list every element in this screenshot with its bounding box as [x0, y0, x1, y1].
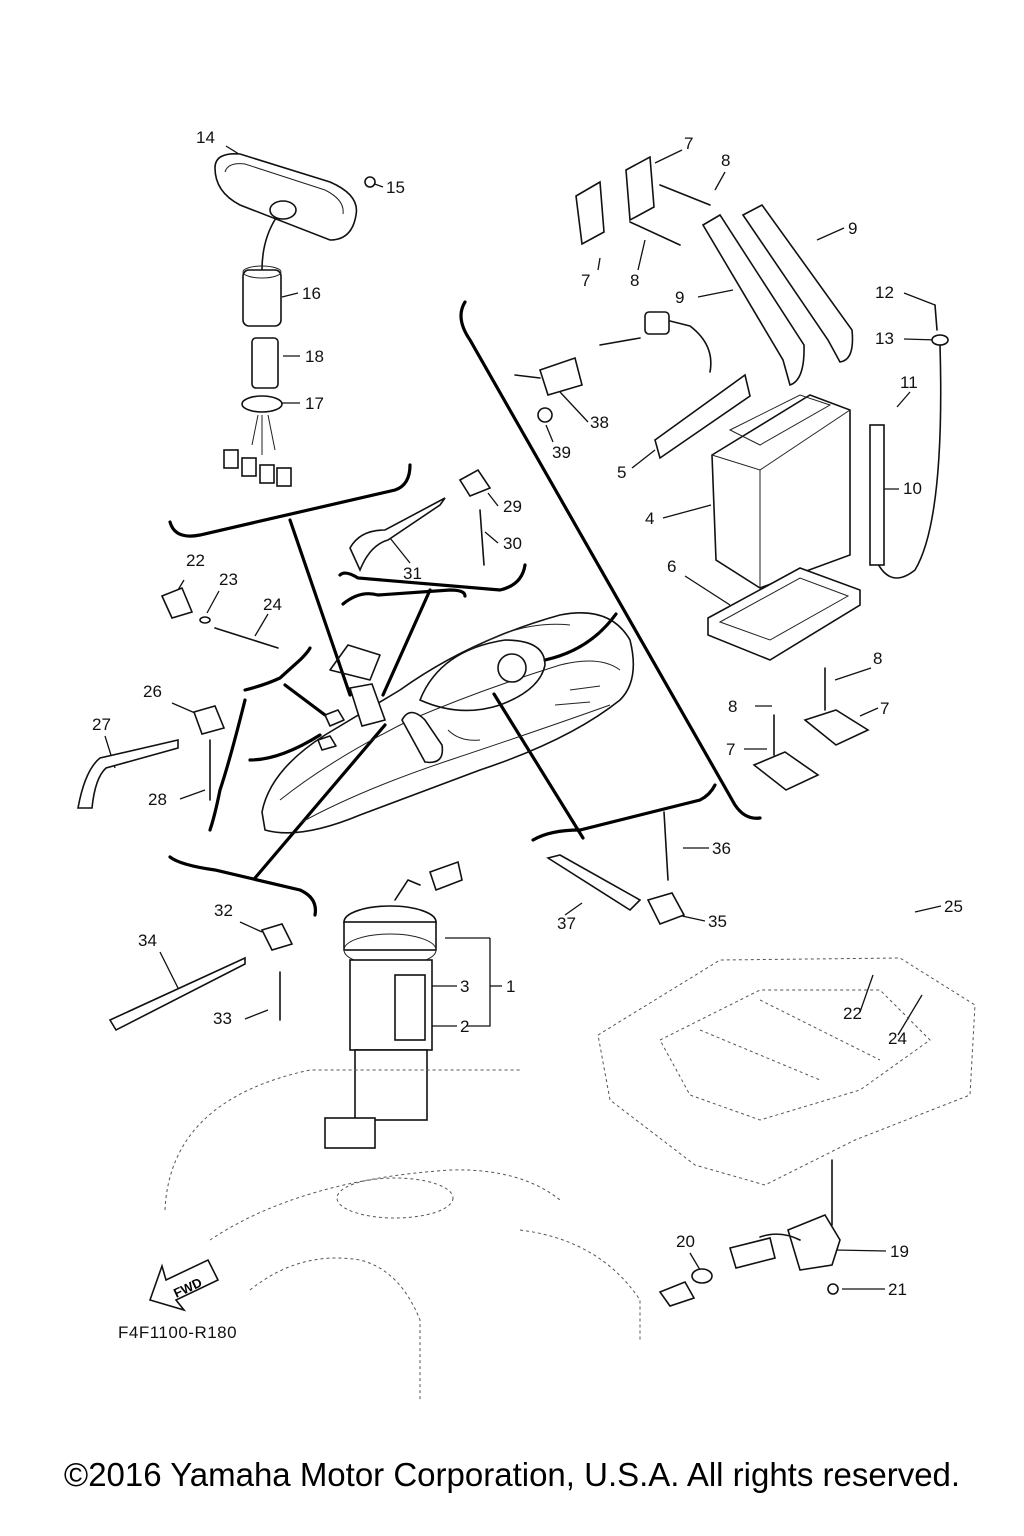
bracket-wall-group [531, 783, 717, 842]
callout-11[interactable]: 11 [900, 373, 918, 392]
callout-19[interactable]: 19 [890, 1242, 909, 1261]
callout-29[interactable]: 29 [503, 497, 522, 516]
bracket-fuel-pump-group [168, 855, 318, 917]
callout-8[interactable]: 8 [873, 649, 882, 668]
copyright-notice: ©2016 Yamaha Motor Corporation, U.S.A. A… [63, 1456, 961, 1493]
callout-33[interactable]: 33 [213, 1009, 232, 1028]
bracket-fuel-cap-group [168, 463, 412, 538]
callout-20[interactable]: 20 [676, 1232, 695, 1251]
callout-8[interactable]: 8 [728, 697, 737, 716]
fuel-tank-outline [164, 1069, 641, 1400]
callout-36[interactable]: 36 [712, 839, 731, 858]
callout-1[interactable]: 1 [506, 977, 515, 996]
leader-lines [104, 145, 942, 1290]
sensor-assembly[interactable] [658, 1159, 841, 1307]
callout-14[interactable]: 14 [196, 128, 215, 147]
callout-3[interactable]: 3 [460, 977, 469, 996]
callout-7[interactable]: 7 [726, 740, 735, 759]
callout-8[interactable]: 8 [721, 151, 730, 170]
clips-and-ties-group[interactable] [77, 468, 492, 809]
callout-30[interactable]: 30 [503, 534, 522, 553]
callout-7[interactable]: 7 [684, 134, 693, 153]
callout-6[interactable]: 6 [667, 557, 676, 576]
callout-7[interactable]: 7 [581, 271, 590, 290]
fuel-pump-assembly[interactable] [108, 860, 463, 1149]
fuel-cap-assembly[interactable] [214, 152, 376, 487]
callout-24[interactable]: 24 [888, 1029, 907, 1048]
callout-39[interactable]: 39 [552, 443, 571, 462]
callout-10[interactable]: 10 [903, 479, 922, 498]
battery-base-clips[interactable] [752, 667, 870, 791]
hull-frame-outline [597, 957, 976, 1186]
callout-22[interactable]: 22 [843, 1004, 862, 1023]
bracket-battery-group [459, 300, 762, 820]
callout-23[interactable]: 23 [219, 570, 238, 589]
callout-25[interactable]: 25 [944, 897, 963, 916]
group-brackets [168, 300, 762, 917]
callout-12[interactable]: 12 [875, 283, 894, 302]
callout-17[interactable]: 17 [305, 394, 324, 413]
tie-clip-group[interactable] [545, 811, 686, 926]
callout-9[interactable]: 9 [675, 288, 684, 307]
callout-16[interactable]: 16 [302, 284, 321, 303]
watercraft-illustration [261, 612, 635, 834]
callout-18[interactable]: 18 [305, 347, 324, 366]
callout-7[interactable]: 7 [880, 699, 889, 718]
callout-26[interactable]: 26 [143, 682, 162, 701]
callout-38[interactable]: 38 [590, 413, 609, 432]
callout-labels: 14 15 16 18 17 7 8 7 8 9 9 12 13 11 10 3… [92, 128, 963, 1299]
callout-8[interactable]: 8 [630, 271, 639, 290]
callout-31[interactable]: 31 [403, 564, 422, 583]
callout-24[interactable]: 24 [263, 595, 282, 614]
diagram-code: F4F1100-R180 [118, 1323, 238, 1342]
callout-9[interactable]: 9 [848, 219, 857, 238]
callout-34[interactable]: 34 [138, 931, 157, 950]
callout-13[interactable]: 13 [875, 329, 894, 348]
callout-5[interactable]: 5 [617, 463, 626, 482]
callout-37[interactable]: 37 [557, 914, 576, 933]
callout-32[interactable]: 32 [214, 901, 233, 920]
battery-assembly[interactable] [514, 155, 949, 661]
callout-4[interactable]: 4 [645, 509, 654, 528]
callout-15[interactable]: 15 [386, 178, 405, 197]
fwd-arrow: FWD [148, 1258, 220, 1312]
callout-28[interactable]: 28 [148, 790, 167, 809]
callout-27[interactable]: 27 [92, 715, 111, 734]
callout-2[interactable]: 2 [460, 1017, 469, 1036]
callout-35[interactable]: 35 [708, 912, 727, 931]
callout-22[interactable]: 22 [186, 551, 205, 570]
callout-21[interactable]: 21 [888, 1280, 907, 1299]
